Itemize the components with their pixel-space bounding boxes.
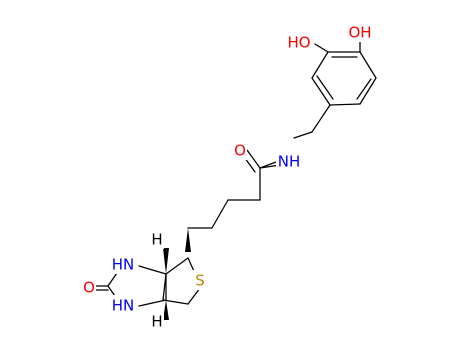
- chain-bond: [211, 199, 229, 229]
- ring-bond: [162, 299, 189, 305]
- ring-double-bond: [356, 78, 372, 100]
- sulfur-label: S: [195, 272, 205, 290]
- wedge-bond: [163, 248, 169, 274]
- ring-bond: [138, 299, 167, 307]
- pentanoyl-chain: [187, 167, 261, 229]
- ring-bond: [359, 77, 377, 105]
- urea-oxygen-label: O: [83, 279, 95, 297]
- catechol-ring: [311, 37, 377, 106]
- hydroxyl-para-label: OH: [348, 24, 371, 42]
- amide-c-n-bond: [259, 161, 277, 169]
- wedge-bond: [163, 300, 169, 320]
- amide-nitrogen-label: NH: [278, 153, 301, 171]
- ring-bond: [138, 265, 167, 275]
- stereo-h-lower-label: H: [151, 313, 162, 331]
- ring-bond: [311, 51, 329, 79]
- bicyclic-core: [94, 257, 201, 307]
- urea-n-lower-label: HN: [112, 297, 135, 315]
- ring-bond: [311, 77, 331, 106]
- amide-oxygen-label: O: [234, 142, 246, 160]
- oh-bond: [314, 43, 329, 53]
- ring-bond: [359, 51, 377, 79]
- wedge-bond: [185, 228, 191, 252]
- ring-bond: [329, 103, 361, 106]
- chain-bond: [311, 104, 331, 133]
- ring-double-bond: [316, 75, 334, 100]
- stereo-h-upper-label: H: [151, 231, 162, 249]
- ring-bond: [165, 257, 189, 275]
- ring-bond: [187, 287, 201, 305]
- atom-labels: HO OH O NH HN HN O S H H: [82, 22, 373, 331]
- hydroxyl-meta-label: HO: [287, 34, 310, 52]
- chain-bond: [293, 131, 313, 139]
- urea-n-upper-label: HN: [112, 256, 135, 274]
- stereo-bonds: [163, 228, 191, 320]
- amide-group: [241, 149, 277, 173]
- amide-c-o-bond: [246, 149, 261, 169]
